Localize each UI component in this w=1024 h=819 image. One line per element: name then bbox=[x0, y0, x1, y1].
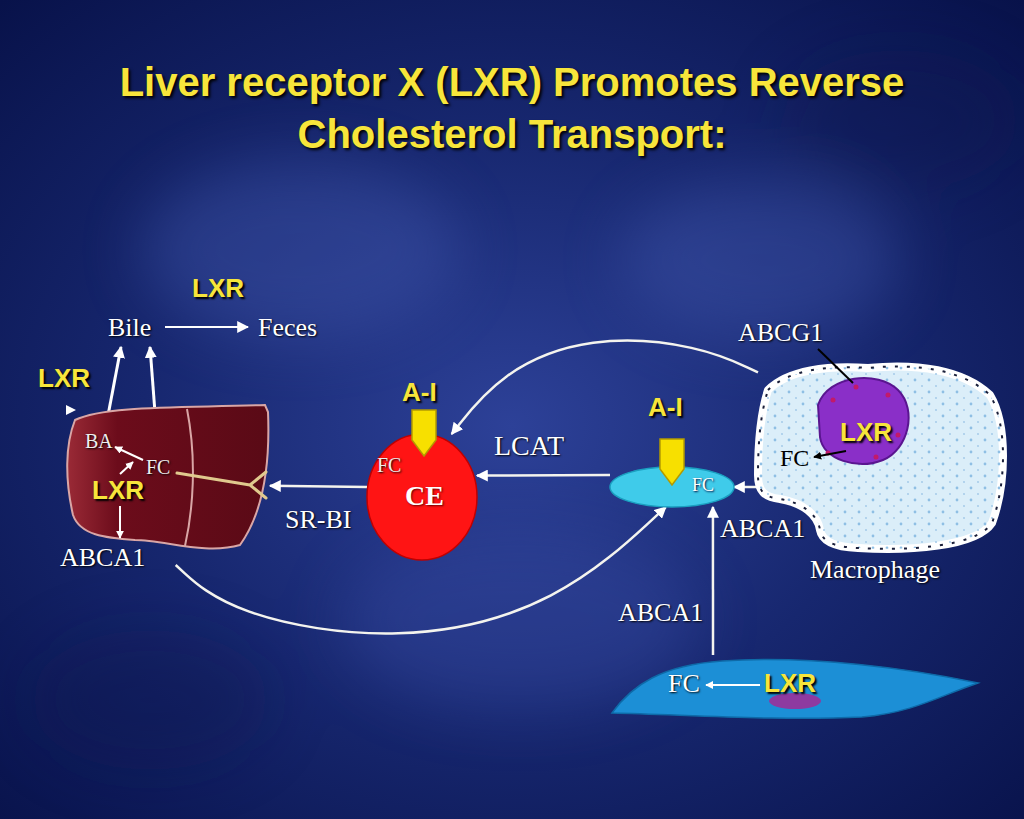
edge-label: ABCA1 bbox=[618, 598, 703, 628]
pre-beta-hdl: A-IFC bbox=[610, 467, 734, 507]
slide-title: Liver receptor X (LXR) Promotes Reverse … bbox=[112, 56, 912, 160]
node-text: ABCA1 bbox=[60, 543, 145, 573]
liver-organ: BAFCLXRABCA1 bbox=[65, 400, 270, 565]
hdl-particle: A-IFCCE bbox=[367, 434, 477, 560]
transport-arrow bbox=[477, 474, 610, 477]
nucleus-spot bbox=[831, 398, 836, 403]
macrophage-nucleus bbox=[818, 378, 909, 464]
node-text: LXR bbox=[92, 476, 144, 506]
node-text: FC bbox=[780, 445, 809, 473]
apoa1-protein bbox=[660, 439, 684, 485]
pre-beta-hdl-outline bbox=[610, 467, 734, 507]
sr-bi-receptor bbox=[177, 472, 266, 498]
node-text: LXR bbox=[764, 669, 816, 699]
node-text: BA bbox=[85, 430, 113, 453]
node-text: FC bbox=[377, 454, 401, 477]
fc-to-ba-arrow bbox=[115, 447, 143, 460]
liver-lobe-line bbox=[185, 409, 193, 546]
transport-arrow bbox=[734, 486, 758, 489]
edge-label: SR-BI bbox=[285, 505, 351, 535]
node-text: FC bbox=[692, 475, 714, 496]
liver-shape bbox=[67, 405, 268, 548]
annotation-label: Bile bbox=[108, 313, 151, 343]
nucleus-spot bbox=[874, 455, 879, 460]
transport-arrow bbox=[712, 507, 715, 655]
node-text: LXR bbox=[840, 418, 892, 448]
nucleus-spot bbox=[854, 385, 859, 390]
lxr-to-abca1-arrow bbox=[119, 506, 121, 538]
bile-to-feces-arrow bbox=[165, 326, 248, 328]
lxr-activation-arrow bbox=[120, 462, 133, 474]
annotation-label: Feces bbox=[258, 313, 317, 343]
background-mottle bbox=[30, 50, 1020, 770]
lxr-to-fc-arrow bbox=[814, 451, 846, 457]
apoa1-protein bbox=[412, 410, 436, 456]
node-text: FC bbox=[146, 456, 170, 479]
node-text: CE bbox=[405, 480, 444, 512]
node-text: A-I bbox=[402, 378, 437, 408]
transport-arrow bbox=[270, 486, 367, 487]
node-text: FC bbox=[668, 669, 700, 699]
node-text: ABCG1 bbox=[738, 318, 823, 348]
annotation-label: LXR bbox=[192, 274, 244, 304]
transport-arrow bbox=[452, 341, 758, 434]
node-text: Macrophage bbox=[810, 555, 940, 585]
pointer-mark bbox=[66, 405, 76, 415]
abcg1-leader bbox=[818, 349, 853, 383]
lxr-to-fc-arrow bbox=[706, 684, 760, 686]
node-text: A-I bbox=[648, 393, 683, 423]
nucleus-spot bbox=[896, 433, 901, 438]
peripheral-cell: FC LXR bbox=[612, 655, 978, 718]
edge-label: ABCA1 bbox=[720, 514, 805, 544]
edge-label: LCAT bbox=[494, 430, 564, 462]
peripheral-cell-shape bbox=[612, 660, 978, 719]
annotation-label: LXR bbox=[38, 364, 90, 394]
nucleus-spot bbox=[886, 393, 891, 398]
